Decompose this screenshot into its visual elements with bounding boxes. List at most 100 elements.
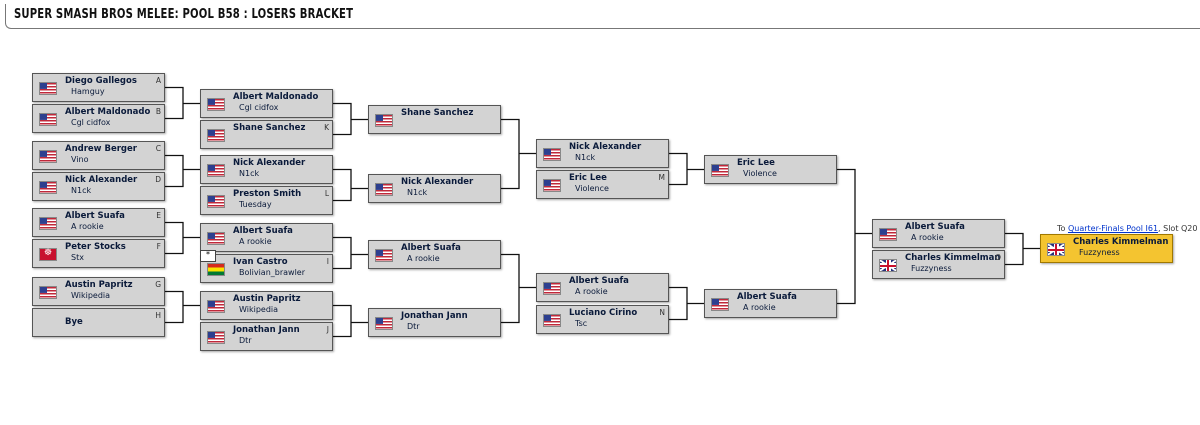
player-tag: Fuzzyness (911, 264, 952, 273)
flag-icon (375, 317, 393, 330)
link-prefix: To (1057, 224, 1068, 233)
player-name: Jonathan Jann (401, 311, 468, 321)
flag-icon (207, 195, 225, 208)
flag-icon (375, 249, 393, 262)
match-letter: D (155, 175, 161, 184)
player-slot[interactable]: Shane Sanchez K (200, 120, 333, 149)
player-tag: Dtr (407, 322, 420, 331)
connector-line (669, 286, 704, 321)
connector-line (837, 168, 872, 305)
connector-line (333, 168, 368, 202)
player-name: Charles Kimmelman (1073, 237, 1169, 247)
match-letter: H (155, 311, 161, 320)
connector-line (333, 304, 368, 338)
player-tag: Violence (743, 169, 777, 178)
player-name: Preston Smith (233, 189, 302, 199)
flag-icon (39, 113, 57, 126)
match-letter: C (155, 144, 161, 153)
player-name: Shane Sanchez (233, 123, 306, 133)
flag-icon (207, 331, 225, 344)
player-name: Nick Alexander (65, 175, 138, 185)
connector-line (165, 154, 200, 188)
match-letter: I (326, 257, 329, 266)
player-name: Eric Lee (737, 158, 775, 168)
match-letter: N (659, 308, 665, 317)
quarter-finals-link[interactable]: Quarter-Finals Pool I61 (1067, 224, 1159, 233)
flag-icon (375, 183, 393, 196)
player-tag: A rookie (911, 233, 944, 242)
connector-line (669, 152, 704, 186)
player-name: Ivan Castro (233, 257, 288, 267)
link-suffix: , Slot Q20 (1158, 224, 1198, 233)
match-letter: A (155, 76, 161, 85)
player-tag: Wikipedia (71, 291, 111, 300)
flag-icon (207, 232, 225, 245)
player-tag: Vino (71, 155, 89, 164)
player-name: Albert Suafa (401, 243, 461, 253)
player-slot[interactable]: Shane Sanchez (368, 105, 501, 134)
flag-icon (375, 114, 393, 127)
player-name: Nick Alexander (233, 158, 306, 168)
next-round-link-text: To Quarter-Finals Pool I61, Slot Q20 (1057, 224, 1197, 233)
player-name: Austin Papritz (65, 280, 133, 290)
player-name: Austin Papritz (233, 294, 301, 304)
match-letter: B (155, 107, 161, 116)
flag-icon (39, 286, 57, 299)
connector-line (165, 221, 200, 255)
player-name: Eric Lee (569, 173, 607, 183)
flag-icon (879, 228, 897, 241)
player-name: Albert Maldonado (233, 92, 319, 102)
flag-icon (879, 259, 897, 272)
player-tag: A rookie (71, 222, 104, 231)
flag-icon (543, 314, 561, 327)
match-letter: G (155, 280, 161, 289)
flag-icon (207, 263, 225, 276)
player-tag: Tsc (575, 319, 588, 328)
player-tag: A rookie (575, 287, 608, 296)
player-name: Peter Stocks (65, 242, 126, 252)
player-tag: N1ck (575, 153, 596, 162)
connector-line (165, 86, 200, 120)
player-tag: A rookie (239, 237, 272, 246)
connector-line (501, 253, 536, 324)
flag-icon (711, 164, 729, 177)
player-tag: Dtr (239, 336, 252, 345)
player-tag: N1ck (71, 186, 92, 195)
flag-icon (1047, 243, 1065, 256)
player-tag: N1ck (407, 188, 428, 197)
player-tag: Bolivian_brawler (239, 268, 306, 277)
notes-badge[interactable]: * (200, 250, 216, 262)
player-tag: Stx (71, 253, 84, 262)
match-letter: K (324, 123, 329, 132)
player-tag: A rookie (743, 303, 776, 312)
player-tag: A rookie (407, 254, 440, 263)
player-name: Albert Suafa (737, 292, 797, 302)
